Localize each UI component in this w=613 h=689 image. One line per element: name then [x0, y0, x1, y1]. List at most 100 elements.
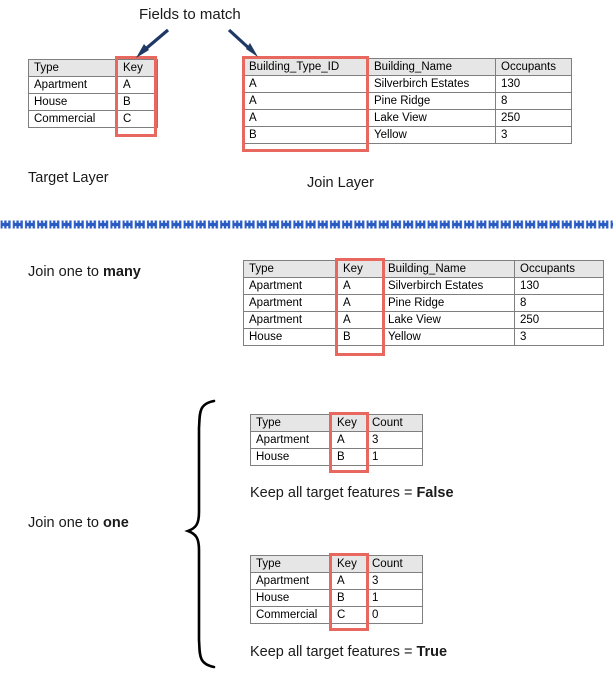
table-row: B Yellow 3 [243, 126, 572, 144]
table-row: House B [28, 93, 158, 111]
target-layer-label: Target Layer [28, 170, 109, 186]
column-header: Count [366, 414, 423, 432]
join-one-to-one-prefix: Join one to [28, 515, 103, 531]
cell-building-name: Lake View [368, 109, 496, 127]
cell-occupants: 130 [514, 277, 604, 295]
cell-type: Apartment [250, 431, 332, 449]
table-row: Apartment A Lake View 250 [243, 311, 604, 329]
cell-key: A [331, 572, 367, 590]
join-layer-label: Join Layer [307, 175, 374, 191]
column-header: Type [250, 555, 332, 573]
cell-occupants: 3 [495, 126, 572, 144]
cell-occupants: 3 [514, 328, 604, 346]
column-header: Key [331, 414, 367, 432]
table-row: Apartment A 3 [250, 572, 423, 590]
cell-type: Apartment [243, 277, 338, 295]
table-row: A Pine Ridge 8 [243, 92, 572, 110]
cell-key: A [337, 311, 383, 329]
cell-type: House [250, 589, 332, 607]
cell-building-type-id: A [243, 92, 369, 110]
cell-key: B [117, 93, 158, 111]
column-header: Type [250, 414, 332, 432]
cell-key: B [331, 589, 367, 607]
table-row: House B 1 [250, 589, 423, 607]
table-row: Apartment A Pine Ridge 8 [243, 294, 604, 312]
column-header: Key [331, 555, 367, 573]
cell-count: 3 [366, 431, 423, 449]
fields-to-match-label: Fields to match [139, 6, 241, 23]
table-row: Apartment A [28, 76, 158, 94]
cell-building-name: Silverbirch Estates [382, 277, 515, 295]
table-row: House B Yellow 3 [243, 328, 604, 346]
table-row: A Lake View 250 [243, 109, 572, 127]
join-one-to-many-label: Join one to many [28, 264, 141, 281]
cell-key: A [337, 294, 383, 312]
cell-type: House [243, 328, 338, 346]
table-header-row: Type Key Building_Name Occupants [243, 260, 604, 278]
cell-building-name: Pine Ridge [368, 92, 496, 110]
cell-occupants: 250 [495, 109, 572, 127]
cell-key: C [117, 110, 158, 128]
arrow-down-right-icon [227, 28, 258, 57]
column-header: Building_Name [382, 260, 515, 278]
cell-count: 0 [366, 606, 423, 624]
table-row: Apartment A Silverbirch Estates 130 [243, 277, 604, 295]
target-layer-table: Type Key Apartment A House B Commercial … [28, 59, 158, 128]
table-header-row: Type Key Count [250, 555, 423, 573]
table-row: Apartment A 3 [250, 431, 423, 449]
cell-type: Apartment [28, 76, 118, 94]
cell-occupants: 250 [514, 311, 604, 329]
cell-type: Commercial [28, 110, 118, 128]
cell-building-name: Yellow [382, 328, 515, 346]
one-to-many-result-table: Type Key Building_Name Occupants Apartme… [243, 260, 604, 346]
cell-occupants: 130 [495, 75, 572, 93]
cell-type: Commercial [250, 606, 332, 624]
cell-type: Apartment [243, 294, 338, 312]
join-one-to-one-bold: one [102, 515, 129, 531]
keep-all-false-label: Keep all target features = False [250, 485, 454, 502]
cell-building-name: Lake View [382, 311, 515, 329]
cell-count: 3 [366, 572, 423, 590]
cell-count: 1 [366, 448, 423, 466]
one-to-one-true-result-table: Type Key Count Apartment A 3 House B 1 C… [250, 555, 423, 624]
table-row: House B 1 [250, 448, 423, 466]
cell-key: A [117, 76, 158, 94]
cell-key: B [331, 448, 367, 466]
join-one-to-one-label: Join one to one [28, 515, 129, 532]
table-header-row: Type Key [28, 59, 158, 77]
cell-count: 1 [366, 589, 423, 607]
cell-type: House [250, 448, 332, 466]
cell-type: Apartment [250, 572, 332, 590]
cell-key: C [331, 606, 367, 624]
column-header: Building_Name [368, 58, 496, 76]
join-one-to-many-bold: many [102, 264, 141, 280]
cell-key: B [337, 328, 383, 346]
cell-type: Apartment [243, 311, 338, 329]
column-header: Occupants [495, 58, 572, 76]
keep-all-prefix: Keep all target features = [250, 485, 417, 501]
table-row: Commercial C 0 [250, 606, 423, 624]
cell-building-name: Silverbirch Estates [368, 75, 496, 93]
column-header: Key [117, 59, 158, 77]
table-header-row: Building_Type_ID Building_Name Occupants [243, 58, 572, 76]
cell-occupants: 8 [495, 92, 572, 110]
join-layer-table: Building_Type_ID Building_Name Occupants… [243, 58, 572, 144]
cell-building-name: Yellow [368, 126, 496, 144]
cell-occupants: 8 [514, 294, 604, 312]
cell-key: A [337, 277, 383, 295]
join-one-to-many-prefix: Join one to [28, 264, 103, 280]
keep-all-value: False [416, 485, 454, 501]
cell-building-type-id: A [243, 75, 369, 93]
arrow-down-left-icon [136, 28, 170, 58]
column-header: Key [337, 260, 383, 278]
column-header: Type [28, 59, 118, 77]
table-row: Commercial C [28, 110, 158, 128]
table-row: A Silverbirch Estates 130 [243, 75, 572, 93]
column-header: Type [243, 260, 338, 278]
keep-all-value: True [416, 644, 448, 660]
column-header: Count [366, 555, 423, 573]
keep-all-true-label: Keep all target features = True [250, 644, 448, 661]
column-header: Occupants [514, 260, 604, 278]
column-header: Building_Type_ID [243, 58, 369, 76]
